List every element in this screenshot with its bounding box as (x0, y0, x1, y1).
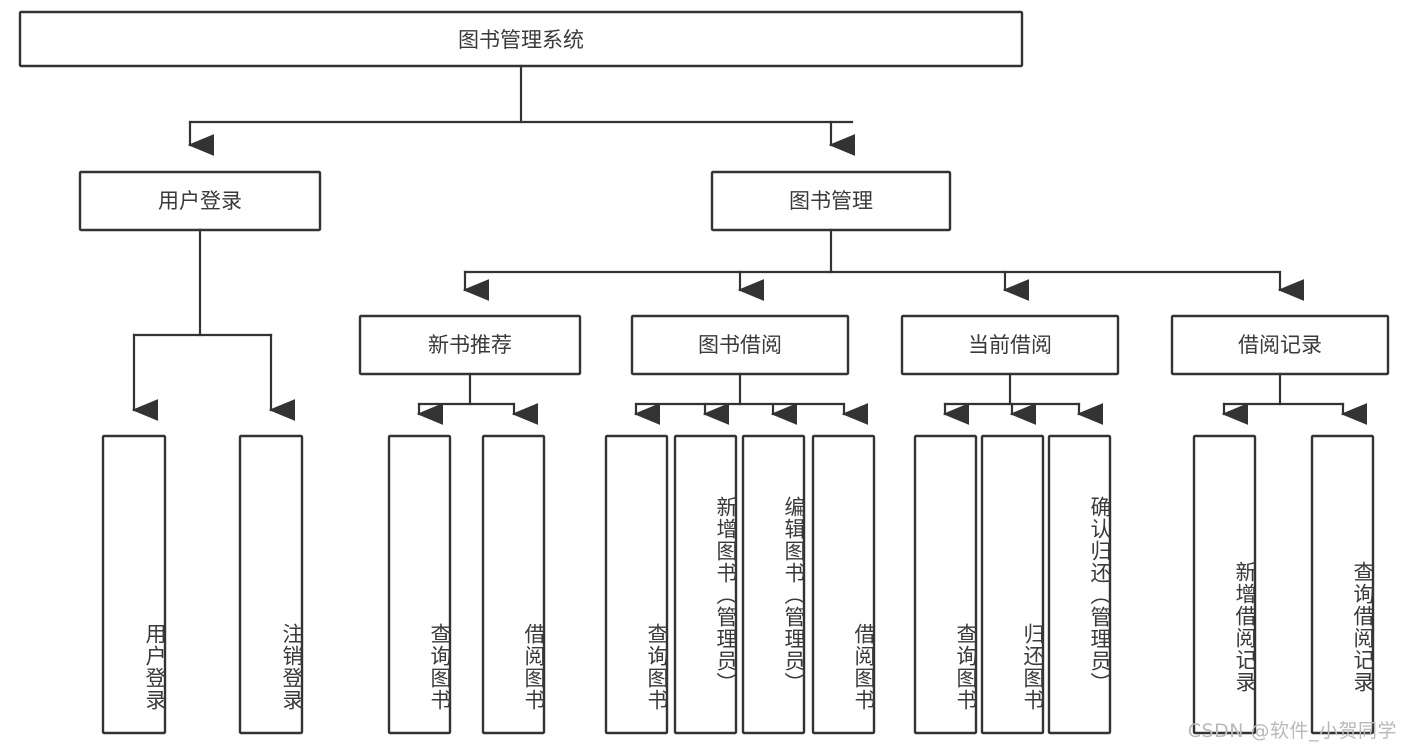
connector-borrow-record-to-leaves (1221, 372, 1368, 425)
node-book-borrow[interactable]: 图书借阅 (630, 314, 850, 376)
node-user-login-label: 用户登录 (158, 189, 242, 213)
leaf-box-add-record (1192, 434, 1257, 735)
node-borrow-record-label: 借阅记录 (1238, 333, 1322, 357)
watermark-text: CSDN @软件_小贺同学 (1187, 720, 1397, 742)
node-current-borrow-label: 当前借阅 (968, 333, 1052, 357)
leaf-box-query-book-3 (913, 434, 978, 735)
connector-current-borrow-to-leaves (942, 372, 1104, 425)
connector-book-manage-to-level2 (462, 228, 1305, 301)
node-current-borrow[interactable]: 当前借阅 (900, 314, 1120, 376)
leaf-box-query-book-2 (604, 434, 669, 735)
connector-book-borrow-to-leaves (633, 372, 869, 425)
node-borrow-record[interactable]: 借阅记录 (1170, 314, 1390, 376)
connector-user-login-to-leaves (131, 228, 296, 421)
node-root-label: 图书管理系统 (458, 28, 584, 52)
leaf-box-confirm-return (1047, 434, 1112, 735)
leaf-box-user-logout (238, 434, 304, 735)
connector-new-book-rec-to-leaves (416, 372, 539, 425)
leaf-box-query-record (1310, 434, 1375, 735)
leaf-box-borrow-book-2 (811, 434, 876, 735)
leaf-box-edit-book (741, 434, 806, 735)
connector-root-to-level1 (187, 64, 856, 156)
leaf-boxes (101, 434, 1375, 735)
leaf-box-user-login (101, 434, 167, 735)
leaf-box-add-book (673, 434, 738, 735)
node-book-borrow-label: 图书借阅 (698, 333, 782, 357)
node-new-book-rec[interactable]: 新书推荐 (358, 314, 582, 376)
node-new-book-rec-label: 新书推荐 (428, 333, 512, 357)
node-user-login[interactable]: 用户登录 (78, 170, 322, 232)
node-book-manage[interactable]: 图书管理 (710, 170, 952, 232)
node-book-manage-label: 图书管理 (789, 189, 873, 213)
node-root[interactable]: 图书管理系统 (18, 10, 1024, 68)
leaf-box-borrow-book-1 (481, 434, 546, 735)
leaf-box-return-book (980, 434, 1045, 735)
leaf-box-query-book-1 (387, 434, 452, 735)
